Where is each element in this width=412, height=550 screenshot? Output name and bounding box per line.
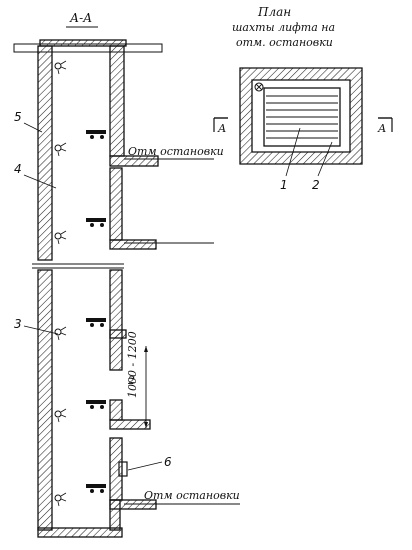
car-platform	[86, 130, 106, 139]
callout-1: 1	[280, 178, 288, 192]
left-wall-lower	[37, 269, 53, 531]
leader-5	[23, 122, 43, 133]
car-platform	[86, 318, 106, 327]
dimension-value: 1000 - 1200	[126, 331, 139, 398]
lower-level-label: Отм остановки	[144, 489, 240, 502]
slab-lower-a	[109, 329, 127, 339]
right-wall-seg3	[109, 269, 123, 371]
car-platform	[86, 484, 106, 493]
plan-car-floor-lines	[266, 95, 338, 139]
section-mark-right: А	[377, 122, 386, 135]
upper-level-label: Отм остановки	[128, 145, 224, 158]
leader-3	[23, 325, 59, 335]
shaft-cap	[39, 39, 127, 47]
callout-4: 4	[14, 162, 22, 176]
section-title: А-А	[69, 11, 92, 25]
callout-2: 2	[312, 178, 320, 192]
plan-shaft-walls	[239, 67, 363, 165]
leader-6	[127, 461, 163, 471]
callout-6: 6	[164, 455, 172, 469]
slab-lower-stop	[109, 419, 151, 430]
section-mark-left: А	[217, 122, 226, 135]
left-wall-upper	[37, 45, 53, 261]
car-platform	[86, 400, 106, 409]
plan-title-line3: отм. остановки	[236, 36, 333, 49]
dimension-side-mark: 2	[127, 374, 135, 387]
plan-lamp-icon	[254, 82, 264, 92]
right-wall-seg1	[109, 45, 125, 157]
lamp-icon	[54, 230, 67, 245]
lamp-icon	[54, 60, 67, 75]
slab-mid	[109, 239, 157, 250]
plan-title-line2: шахты лифта на	[232, 21, 335, 34]
leader-4	[23, 174, 57, 189]
plan-view: А А 1 2	[213, 67, 393, 192]
pit-floor	[37, 527, 123, 538]
slab-upper-stop	[109, 155, 159, 167]
section-view: 1000 - 1200 2 Отм остановки Отм остановк…	[13, 39, 240, 538]
car-platform	[86, 218, 106, 227]
right-wall-seg4	[109, 399, 123, 421]
callout-5: 5	[14, 110, 22, 124]
plan-title-line1: План	[257, 5, 291, 19]
callout-3: 3	[14, 317, 22, 331]
right-wall-seg2	[109, 167, 123, 241]
lamp-icon	[54, 142, 67, 157]
lamp-icon	[54, 408, 67, 423]
leader-2	[317, 141, 333, 177]
right-wall-seg5	[109, 437, 123, 501]
lamp-icon	[54, 326, 67, 341]
device-box	[118, 461, 128, 477]
lamp-icon	[54, 492, 67, 507]
leader-1	[285, 127, 301, 177]
